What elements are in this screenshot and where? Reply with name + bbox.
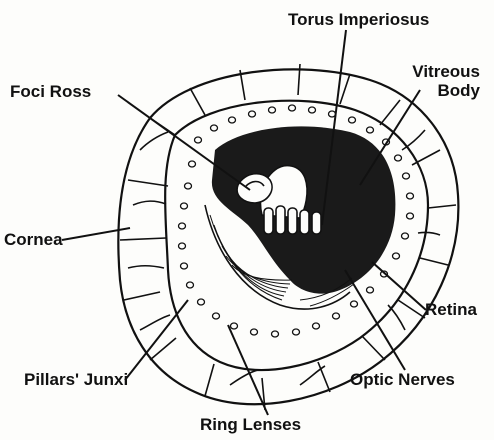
cornea-label: Cornea: [4, 230, 63, 249]
torus-imperiosus-label: Torus Imperiosus: [288, 10, 429, 29]
vitreous-body-label: Vitreous Body: [384, 62, 480, 100]
retina-label: Retina: [425, 300, 477, 319]
ring-lenses-label: Ring Lenses: [200, 415, 301, 434]
vitreous-body-label-line1: Vitreous: [384, 62, 480, 81]
pillars-junxi-label: Pillars' Junxi: [24, 370, 128, 389]
foci-ross-label: Foci Ross: [10, 82, 91, 101]
vitreous-body-label-line2: Body: [384, 81, 480, 100]
optic-nerves-label: Optic Nerves: [350, 370, 455, 389]
